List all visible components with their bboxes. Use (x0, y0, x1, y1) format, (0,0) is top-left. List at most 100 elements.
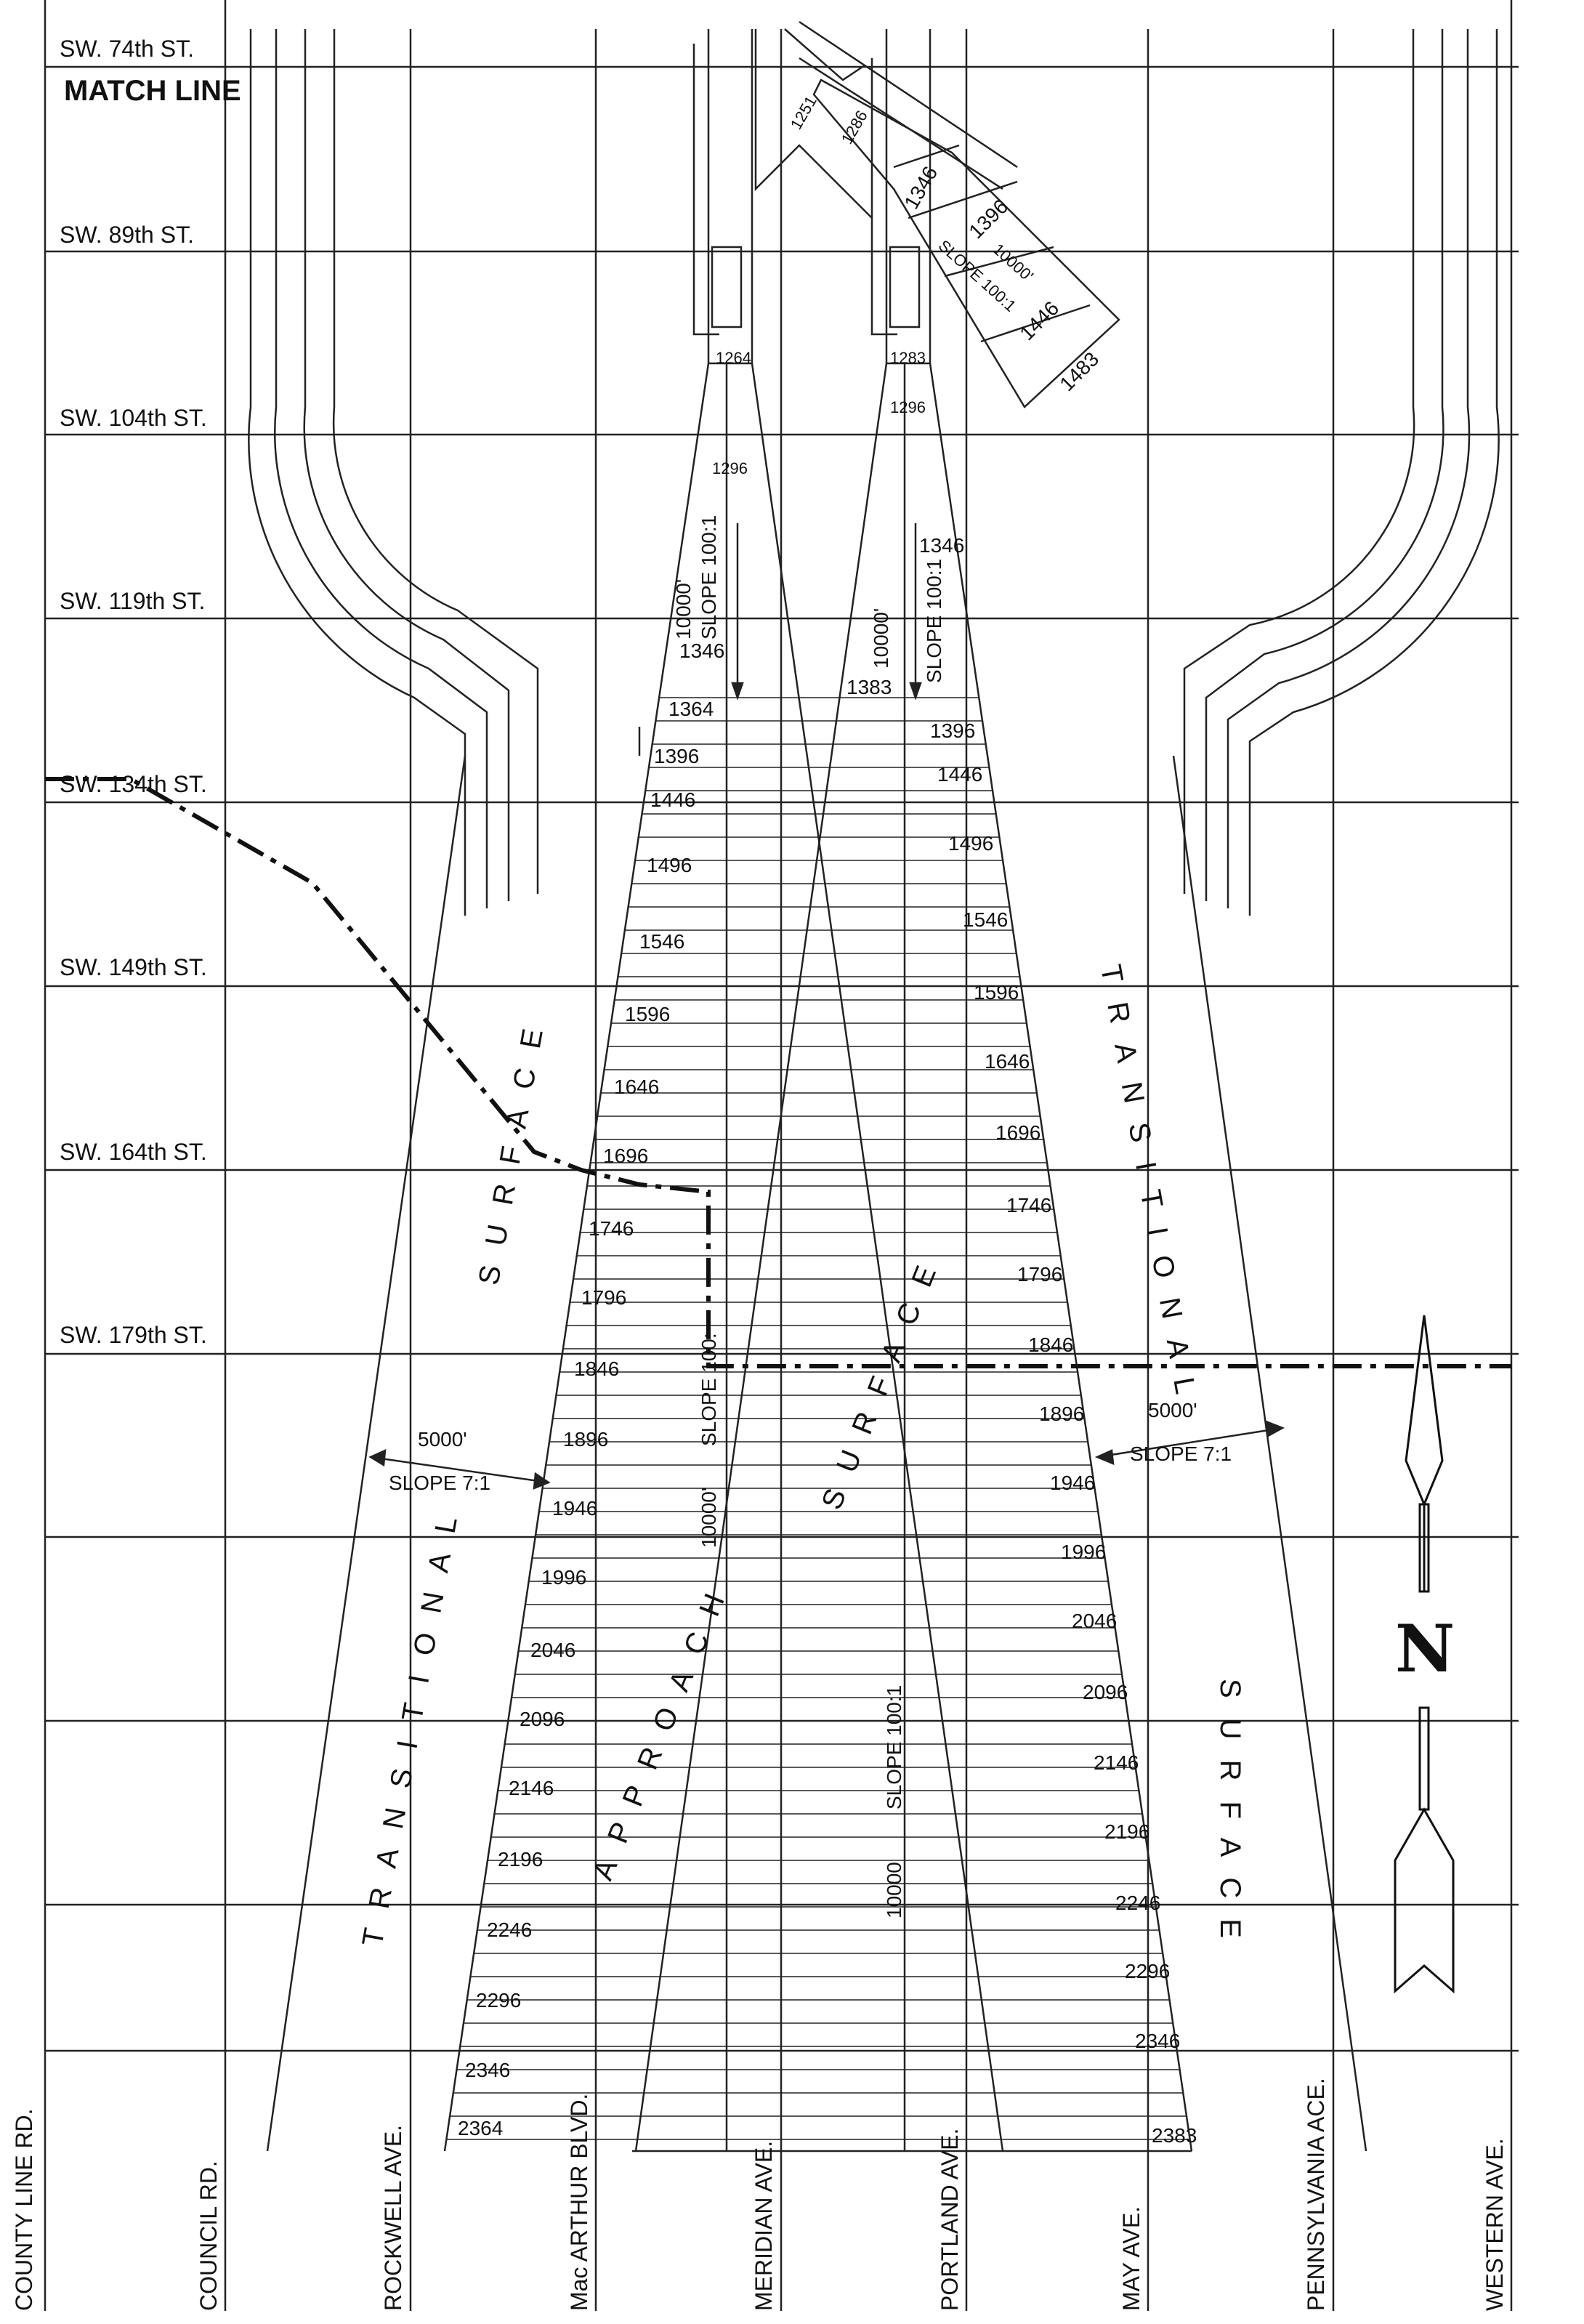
west-elevations: 1346 1364 1396 1446 1496 1546 1596 1646 … (458, 639, 724, 2139)
dim-label: SLOPE 100:1 (698, 515, 720, 639)
elevation-label: 1446 (937, 763, 982, 786)
street-labels: SW. 74th ST. SW. 89th ST. SW. 104th ST. … (60, 36, 207, 1348)
elevation-label: 2196 (498, 1848, 543, 1871)
dim-label: SLOPE 100: (698, 1333, 720, 1446)
match-line-label: MATCH LINE (64, 75, 241, 107)
elevation-label: 1296 (712, 459, 748, 477)
elevation-label: 1364 (668, 698, 714, 720)
road-label: MAY AVE. (1118, 2206, 1144, 2311)
city-limit-boundary (45, 777, 1511, 1368)
road-label: ROCKWELL AVE. (380, 2125, 406, 2311)
elevation-label: 1283 (890, 349, 926, 367)
road-label: PORTLAND AVE. (937, 2129, 963, 2311)
street-label: SW. 164th ST. (60, 1139, 207, 1165)
road-labels: COUNTY LINE RD. COUNCIL RD. ROCKWELL AVE… (11, 2078, 1508, 2311)
elevation-label: 1396 (654, 745, 699, 767)
road-label: Mac ARTHUR BLVD. (566, 2094, 592, 2311)
street-label: SW. 74th ST. (60, 36, 194, 62)
horizontal-surface-contours (248, 29, 1500, 916)
elevation-label: 1946 (552, 1497, 597, 1520)
elevation-label: 2146 (1094, 1751, 1139, 1774)
north-letter: N (1395, 1610, 1455, 1687)
elevation-label: 1996 (541, 1566, 586, 1589)
elevation-label: 1846 (574, 1357, 619, 1380)
elevation-label: 1896 (563, 1428, 608, 1451)
elevation-label: 2046 (1072, 1610, 1117, 1632)
dim-label: SLOPE 100:1 (883, 1685, 905, 1809)
street-grid-vertical (44, 0, 1513, 2311)
street-label: SW. 89th ST. (60, 222, 194, 248)
east-elevations: 1383 1396 1446 1496 1546 1596 1646 1696 … (846, 676, 1197, 2147)
elevation-label: 1646 (614, 1076, 659, 1098)
dim-label: SLOPE 7:1 (1130, 1443, 1232, 1465)
elevation-label: 1346 (919, 534, 964, 557)
elevation-label: 1496 (948, 832, 993, 855)
road-label: MERIDIAN AVE. (751, 2141, 777, 2311)
runway-structures (692, 20, 1018, 365)
elevation-label: 2296 (476, 1989, 521, 2012)
elevation-label: 2096 (1083, 1681, 1128, 1703)
approach-hatching (446, 697, 1190, 2140)
elevation-label: 1696 (995, 1121, 1040, 1144)
surface-label-center: SURFACE (816, 1243, 950, 1514)
elevation-label: 1646 (985, 1050, 1030, 1073)
elevation-label: 2146 (509, 1777, 554, 1799)
elevation-label: 1746 (589, 1217, 634, 1240)
elevation-label: 1383 (846, 676, 892, 698)
street-label: SW. 149th ST. (60, 954, 207, 980)
elevation-label: 1596 (974, 981, 1019, 1004)
elevation-label: 1696 (603, 1145, 648, 1167)
elevation-label: 2196 (1104, 1820, 1149, 1843)
elevation-label: 1896 (1039, 1403, 1084, 1425)
elevation-label: 2296 (1125, 1960, 1170, 1982)
elevation-label: 2096 (520, 1708, 565, 1730)
elevation-label: 1796 (1017, 1263, 1062, 1286)
elevation-label: 1946 (1050, 1472, 1095, 1494)
approach-surface-edges (443, 363, 1193, 2152)
dim-label: SLOPE 7:1 (389, 1472, 490, 1494)
elevation-label: 2346 (1135, 2030, 1180, 2052)
elevation-label: 1596 (625, 1003, 670, 1025)
road-label: PENNSYLVANIA ACE. (1303, 2078, 1329, 2311)
dim-label: 5000' (1148, 1399, 1197, 1421)
elevation-label: 2383 (1152, 2124, 1197, 2147)
elevation-label: 2364 (458, 2117, 503, 2139)
elevation-label: 2046 (530, 1639, 575, 1661)
surface-label-left: SURFACE (473, 1006, 553, 1288)
dim-label: 10000' (672, 579, 695, 639)
dim-label: 5000' (418, 1428, 467, 1451)
road-label: WESTERN AVE. (1482, 2138, 1508, 2311)
street-label: SW. 179th ST. (60, 1322, 207, 1348)
street-label: SW. 134th ST. (60, 771, 207, 797)
north-arrow-icon (1394, 1315, 1455, 1994)
elevation-label: 1496 (647, 854, 692, 876)
elevation-label: 1846 (1028, 1334, 1073, 1356)
elevation-label: 1546 (963, 908, 1008, 931)
elevation-label: 1264 (716, 349, 751, 367)
elevation-label: 1396 (930, 719, 975, 742)
dim-label: 10000 (883, 1862, 905, 1918)
elevation-label: 1346 (679, 639, 724, 662)
street-label: SW. 104th ST. (60, 405, 207, 431)
elevation-label: 1796 (581, 1286, 626, 1309)
elevation-label: 2346 (465, 2059, 510, 2081)
elevation-label: 1546 (639, 930, 684, 953)
dimension-lines (368, 523, 1285, 1490)
transitional-surface-edges (266, 755, 1367, 2152)
transitional-label-right: TRANSITIONAL (1094, 962, 1205, 1416)
elevation-label: 2246 (487, 1918, 532, 1941)
elevation-label: 1346 (900, 163, 942, 213)
elevation-label: 1446 (1015, 296, 1063, 344)
road-label: COUNTY LINE RD. (11, 2108, 37, 2311)
dim-label: 10000' (870, 608, 892, 669)
elevation-label: 2246 (1115, 1892, 1160, 1914)
elevation-label: 1996 (1061, 1541, 1106, 1563)
surface-label-right: SURFACE (1214, 1679, 1246, 1958)
elevation-label: 1396 (964, 195, 1012, 243)
dim-label: SLOPE 100:1 (923, 559, 945, 683)
elevation-label: 1746 (1006, 1194, 1051, 1217)
dim-label: 10000' (698, 1488, 720, 1548)
crosswind-approach-wedge (812, 78, 1120, 408)
street-label: SW. 119th ST. (60, 588, 205, 614)
road-label: COUNCIL RD. (195, 2160, 222, 2311)
